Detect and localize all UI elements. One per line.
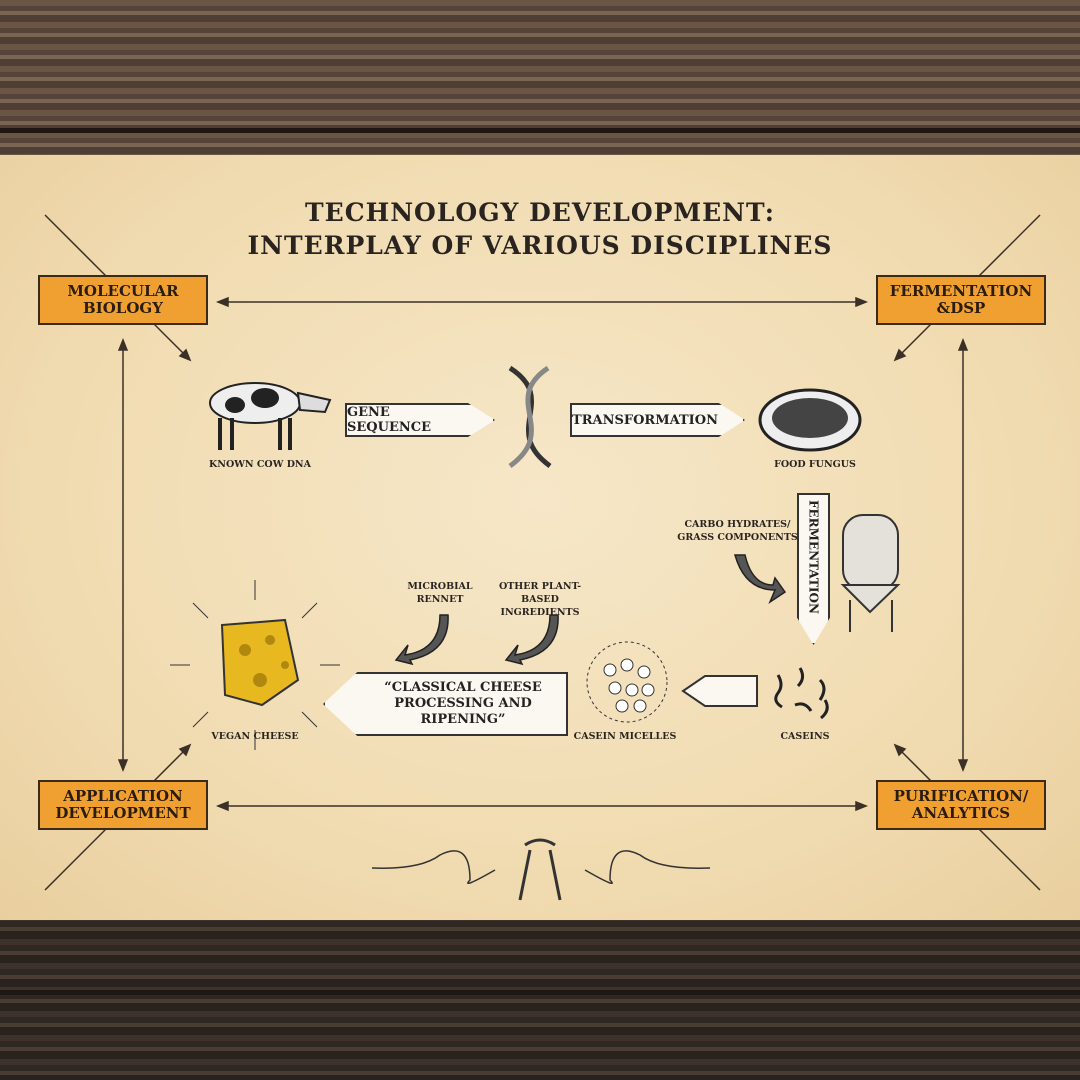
label-carbo-hydrates: CARBO HYDRATES/ GRASS COMPONENTS (677, 519, 798, 543)
wood-seam (0, 990, 1080, 995)
label-other-plant-based: OTHER PLANT-BASED INGREDIENTS (498, 581, 582, 618)
vegan-cheese-illustration (170, 580, 340, 750)
sign-fermentation: FERMENTATION (797, 493, 830, 645)
label-microbial-rennet: MICROBIAL RENNET (407, 581, 473, 605)
wood-background-top (0, 0, 1080, 160)
barbed-wire-pliers-decoration (371, 838, 711, 901)
title-line1: TECHNOLOGY DEVELOPMENT: (305, 198, 775, 227)
label-vegan-cheese: VEGAN CHEESE (211, 731, 299, 742)
input-arrows (394, 554, 787, 666)
fermenter-tank-illustration (840, 514, 901, 632)
wood-background-bottom (0, 915, 1080, 1080)
wood-seam (0, 128, 1080, 133)
corner-molecular-biology: MOLECULAR BIOLOGY (38, 275, 208, 325)
corner-fermentation-dsp: FERMENTATION &DSP (876, 275, 1046, 325)
dna-illustration (508, 365, 552, 469)
caseins-illustration (774, 667, 829, 720)
cow-illustration (209, 382, 332, 450)
sign-classical-cheese-processing: “CLASSICAL CHEESE PROCESSING AND RIPENIN… (323, 672, 568, 736)
petri-dish-illustration (758, 388, 862, 452)
corner-purification-analytics: PURIFICATION/ ANALYTICS (876, 780, 1046, 830)
label-casein-micelles: CASEIN MICELLES (573, 731, 677, 742)
title-line2: INTERPLAY OF VARIOUS DISCIPLINES (247, 231, 833, 260)
label-food-fungus: FOOD FUNGUS (774, 459, 856, 470)
blank-arrow-sign (681, 675, 758, 707)
sign-gene-sequence: GENE SEQUENCE (345, 403, 495, 437)
sign-transformation: TRANSFORMATION (570, 403, 745, 437)
corner-application-development: APPLICATION DEVELOPMENT (38, 780, 208, 830)
label-caseins: CASEINS (780, 731, 830, 742)
casein-micelles-illustration (586, 641, 668, 723)
label-known-cow-dna: KNOWN COW DNA (209, 459, 311, 470)
